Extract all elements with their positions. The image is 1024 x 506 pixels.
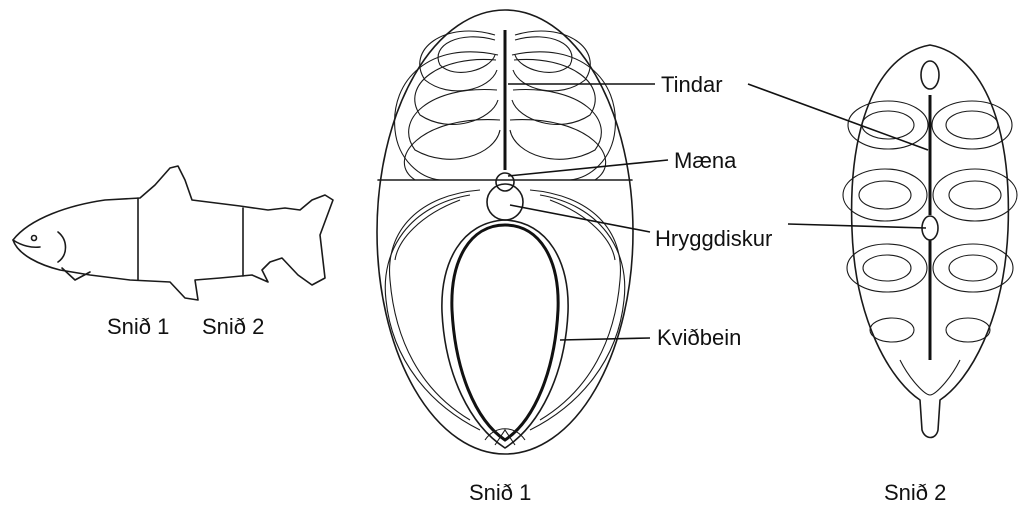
tindar-label: Tindar [661, 74, 723, 96]
fish-side-view [13, 166, 333, 300]
fish-outline [13, 166, 333, 300]
fish-eye [32, 236, 37, 241]
section-1-vertebral-disc [487, 184, 523, 220]
leader-kvidbein [560, 338, 650, 340]
section-1-caption: Snið 1 [469, 482, 531, 504]
leader-lines [508, 84, 928, 340]
fish-pectoral-fin [62, 268, 90, 280]
section-1-cross-section [377, 10, 633, 454]
hryggdiskur-label: Hryggdiskur [655, 228, 772, 250]
leader-hryggdiskur-right [788, 224, 926, 228]
section-2-cross-section [843, 45, 1017, 438]
leader-tindar-right [748, 84, 928, 150]
fish-cut-1-label: Snið 1 [107, 316, 169, 338]
fish-gill [58, 232, 66, 262]
fish-cut-2-label: Snið 2 [202, 316, 264, 338]
kvidbein-label: Kviðbein [657, 327, 741, 349]
maena-label: Mæna [674, 150, 736, 172]
section-2-dorsal-node [921, 61, 939, 89]
section-2-caption: Snið 2 [884, 482, 946, 504]
